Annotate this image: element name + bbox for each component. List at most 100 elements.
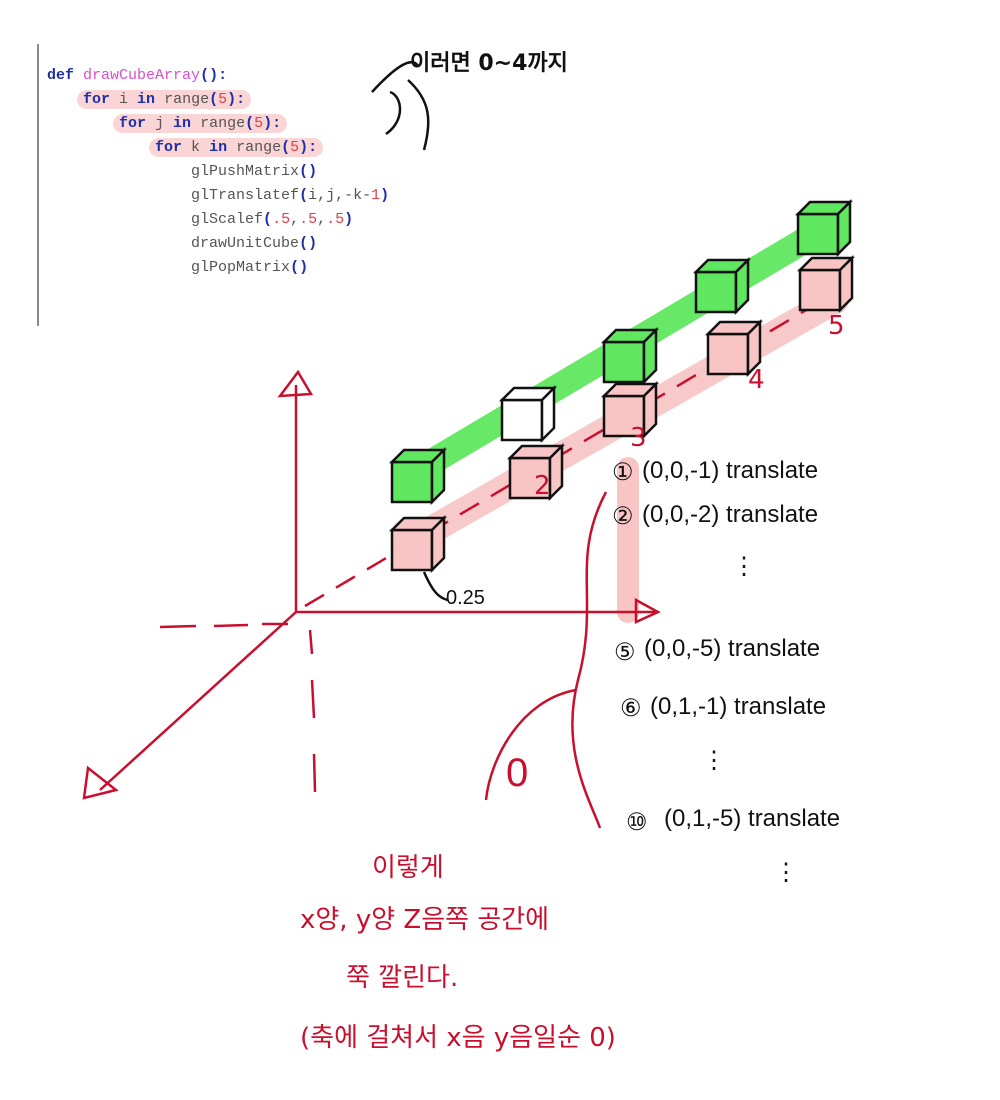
translate-mark-5: ⑤ — [614, 639, 636, 666]
translate-offset: 1 — [371, 187, 381, 204]
function-name: drawCubeArray — [83, 67, 201, 84]
cube-grid — [388, 198, 856, 574]
cube — [600, 380, 660, 440]
cube-side-face — [548, 442, 564, 502]
cube — [704, 318, 764, 378]
cube-front-face — [390, 528, 434, 572]
paren-close: ): — [299, 139, 318, 156]
keyword-for: for — [119, 115, 147, 132]
cube-side-face — [746, 318, 762, 378]
translate-text-10: (0,1,-5) translate — [664, 805, 840, 832]
translate-mark-2: ② — [612, 503, 634, 530]
cube — [600, 326, 660, 386]
conclusion-line-2: x양, y양 Z음쪽 공간에 — [300, 905, 549, 935]
code-line-loop-i: for i in range(5): — [47, 88, 389, 112]
paren-open: ( — [209, 91, 219, 108]
keyword-for: for — [83, 91, 111, 108]
size-pointer-curve — [422, 571, 449, 602]
range-call: range — [191, 115, 246, 132]
range-count: 5 — [290, 139, 300, 156]
cube-side-face — [540, 384, 556, 444]
bracket-value: 0 — [506, 751, 528, 795]
cube-size-label: 0.25 — [446, 587, 485, 609]
scale-z: .5 — [326, 211, 345, 228]
index-label-2: 2 — [534, 471, 551, 501]
scale-y: .5 — [299, 211, 318, 228]
cube-front-face — [798, 268, 842, 312]
comma: , — [290, 211, 300, 228]
code-line-push: glPushMatrix() — [47, 160, 389, 184]
paren-close: ) — [344, 211, 354, 228]
comma: , — [317, 211, 327, 228]
keyword-in: in — [209, 139, 228, 156]
cube-front-face — [796, 212, 840, 256]
cube — [498, 384, 558, 444]
range-call: range — [227, 139, 282, 156]
cube-side-face — [642, 380, 658, 440]
y-axis-arrowhead — [277, 369, 314, 398]
scale-x: .5 — [272, 211, 291, 228]
code-line-loop-k: for k in range(5): — [47, 136, 389, 160]
call-draw-unit-cube: drawUnitCube — [191, 235, 300, 252]
neg-y-dash-3 — [312, 753, 317, 793]
translate-args: i,j,-k- — [308, 187, 372, 204]
bracket-leader — [484, 688, 577, 801]
cube-side-face — [430, 446, 446, 506]
keyword-for: for — [155, 139, 183, 156]
paren-pair: () — [299, 235, 318, 252]
loop-var: k — [182, 139, 210, 156]
translate-text-1: (0,0,-1) translate — [642, 457, 818, 484]
translate-mark-1: ① — [612, 459, 634, 486]
translate-text-5: (0,0,-5) translate — [644, 635, 820, 662]
translate-bracket — [571, 491, 608, 829]
loop-highlight-i: for i in range(5): — [77, 90, 252, 109]
def-suffix: (): — [200, 67, 228, 84]
paren-open: ( — [263, 211, 273, 228]
cube-front-face — [602, 340, 646, 384]
neg-y-dash-2 — [310, 679, 316, 719]
range-count: 5 — [218, 91, 228, 108]
code-line-loop-j: for j in range(5): — [47, 112, 389, 136]
ellipsis-3: ⋮ — [774, 859, 798, 886]
call-scale: glScalef — [191, 211, 264, 228]
conclusion-line-4: (축에 걸쳐서 x음 y음일순 0) — [300, 1023, 616, 1053]
paren-open: ( — [281, 139, 291, 156]
keyword-in: in — [137, 91, 156, 108]
paren-close: ): — [227, 91, 246, 108]
cube-side-face — [430, 514, 446, 574]
cube — [794, 198, 854, 258]
cube-front-face — [390, 460, 434, 504]
call-push-matrix: glPushMatrix — [191, 163, 300, 180]
call-translate: glTranslatef — [191, 187, 300, 204]
code-line-def: def drawCubeArray(): — [47, 64, 389, 88]
ellipsis-1: ⋮ — [732, 553, 756, 580]
range-count: 5 — [254, 115, 264, 132]
keyword-def: def — [47, 67, 75, 84]
z-axis-arrowhead — [82, 765, 119, 800]
x-axis-arrowhead — [634, 597, 661, 624]
range-note: 이러면 0~4까지 — [410, 51, 568, 76]
paren-pair: () — [290, 259, 309, 276]
range-call: range — [155, 91, 210, 108]
bracket-curve-1 — [385, 90, 402, 136]
cube — [796, 254, 856, 314]
bracket-curve-2 — [407, 79, 430, 151]
index-label-3: 3 — [630, 423, 647, 453]
conclusion-line-1: 이렇게 — [372, 853, 444, 883]
index-labels: 2 3 4 5 — [534, 311, 845, 501]
code-line-draw: drawUnitCube() — [47, 232, 389, 256]
translate-mark-10: ⑩ — [626, 809, 648, 836]
paren-pair: () — [299, 163, 318, 180]
code-line-scale: glScalef(.5,.5,.5) — [47, 208, 389, 232]
translate-text-6: (0,1,-1) translate — [650, 693, 826, 720]
translate-list: ① (0,0,-1) translate ② (0,0,-2) translat… — [612, 457, 840, 886]
keyword-in: in — [173, 115, 192, 132]
cube-front-face — [500, 398, 544, 442]
code-margin-bar — [37, 44, 39, 326]
index-label-4: 4 — [748, 365, 765, 395]
conclusion-line-3: 쭉 깔린다. — [346, 963, 458, 993]
call-pop-matrix: glPopMatrix — [191, 259, 291, 276]
cube-side-face — [836, 198, 852, 258]
code-block: def drawCubeArray(): for i in range(5): … — [47, 64, 389, 280]
